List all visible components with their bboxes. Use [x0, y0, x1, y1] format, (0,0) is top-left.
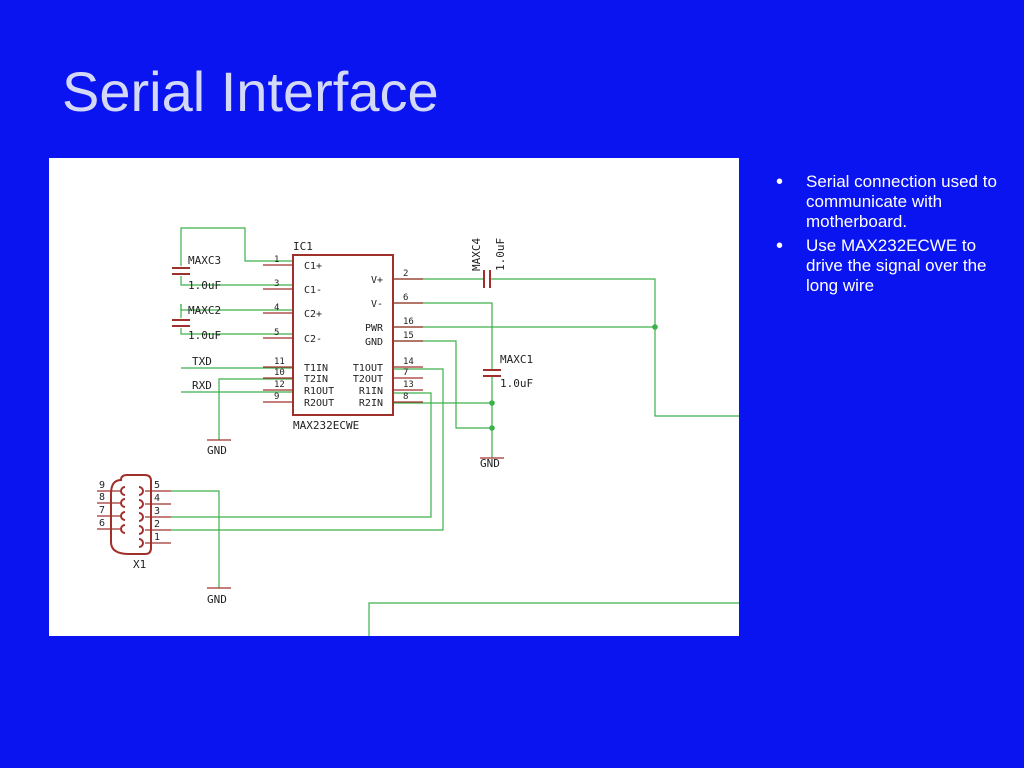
ic-max232: IC1 MAX232ECWE 1C1+3C1-4C2+5C2-11T1IN10T… — [263, 240, 423, 432]
ic-pin-name: R2IN — [359, 398, 383, 409]
ic-pin-name: T2OUT — [353, 374, 383, 385]
ic-pin-name: GND — [365, 337, 383, 348]
ic-pin-number: 14 — [403, 357, 414, 367]
net-label-txd: TXD — [192, 355, 212, 368]
connector-pin-number: 7 — [99, 505, 105, 516]
ic-pin-name: R1IN — [359, 386, 383, 397]
connector-pin-number: 9 — [99, 480, 105, 491]
ic-pin-number: 2 — [403, 269, 408, 279]
svg-text:1.0uF: 1.0uF — [188, 279, 221, 292]
ic-pin-number: 16 — [403, 317, 414, 327]
bullet-list: Serial connection used to communicate wi… — [776, 172, 1016, 300]
ic-pin-name: V+ — [371, 275, 383, 286]
capacitor-maxc4: MAXC4 1.0uF — [470, 238, 507, 288]
db9-connector: 98 7 6 5 4 3 2 1 X1 — [97, 474, 171, 571]
connector-pin-number: 5 — [154, 480, 160, 491]
ic-pin-number: 12 — [274, 380, 285, 390]
ic-pin-name: T1IN — [304, 363, 328, 374]
connector-pin-number: 6 — [99, 518, 105, 529]
ic-pin-name: C2- — [304, 334, 322, 345]
connector-pin-number: 4 — [154, 493, 160, 504]
capacitor-maxc2: MAXC2 1.0uF — [172, 304, 221, 342]
svg-text:GND: GND — [207, 444, 227, 457]
connector-pin-number: 2 — [154, 519, 160, 530]
ic-pin-number: 3 — [274, 279, 279, 289]
svg-text:1.0uF: 1.0uF — [500, 377, 533, 390]
ic-pin-name: C1- — [304, 285, 322, 296]
ic-pin-number: 5 — [274, 328, 279, 338]
ground-symbol: GND — [207, 587, 231, 606]
ic-pin-number: 4 — [274, 303, 279, 313]
svg-text:MAXC4: MAXC4 — [470, 238, 483, 271]
ic-pin-name: T1OUT — [353, 363, 383, 374]
ic-pin-number: 8 — [403, 392, 408, 402]
ic-pin-number: 6 — [403, 293, 408, 303]
ic-pin-number: 10 — [274, 368, 285, 378]
wires — [171, 227, 739, 636]
ground-symbol: GND — [207, 439, 231, 457]
ic-pin-number: 13 — [403, 380, 414, 390]
ic-pin-name: R2OUT — [304, 398, 334, 409]
svg-text:MAXC1: MAXC1 — [500, 353, 533, 366]
svg-text:GND: GND — [207, 593, 227, 606]
ic-pin-number: 9 — [274, 392, 279, 402]
net-label-rxd: RXD — [192, 379, 212, 392]
ic-pin-name: T2IN — [304, 374, 328, 385]
ic-pin-name: V- — [371, 299, 383, 310]
connector-pin-number: 3 — [154, 506, 160, 517]
connector-pin-number: 1 — [154, 532, 160, 543]
ic-pin-name: C2+ — [304, 309, 322, 320]
connector-pin-number: 8 — [99, 492, 105, 503]
bullet-item: Serial connection used to communicate wi… — [776, 172, 1016, 232]
svg-text:MAXC2: MAXC2 — [188, 304, 221, 317]
ic-pin-name: R1OUT — [304, 386, 334, 397]
ic-pin-name: C1+ — [304, 261, 322, 272]
capacitor-maxc3: MAXC3 1.0uF — [172, 254, 221, 292]
schematic-diagram: MAXC3 1.0uF MAXC2 1.0uF MAXC4 1.0uF MAXC… — [49, 158, 739, 636]
svg-text:GND: GND — [480, 457, 500, 470]
ground-symbol: GND — [480, 457, 504, 470]
svg-text:MAX232ECWE: MAX232ECWE — [293, 419, 359, 432]
slide-title: Serial Interface — [62, 60, 439, 123]
capacitor-maxc1: MAXC1 1.0uF — [483, 353, 533, 390]
svg-text:1.0uF: 1.0uF — [188, 329, 221, 342]
ic-pin-number: 7 — [403, 368, 408, 378]
ic-pin-number: 1 — [274, 255, 279, 265]
svg-text:X1: X1 — [133, 558, 146, 571]
bullet-item: Use MAX232ECWE to drive the signal over … — [776, 236, 1016, 296]
svg-text:1.0uF: 1.0uF — [494, 238, 507, 271]
svg-text:MAXC3: MAXC3 — [188, 254, 221, 267]
ic-pin-number: 15 — [403, 331, 414, 341]
ic-pin-name: PWR — [365, 323, 384, 334]
ic-pin-number: 11 — [274, 357, 285, 367]
svg-text:IC1: IC1 — [293, 240, 313, 253]
